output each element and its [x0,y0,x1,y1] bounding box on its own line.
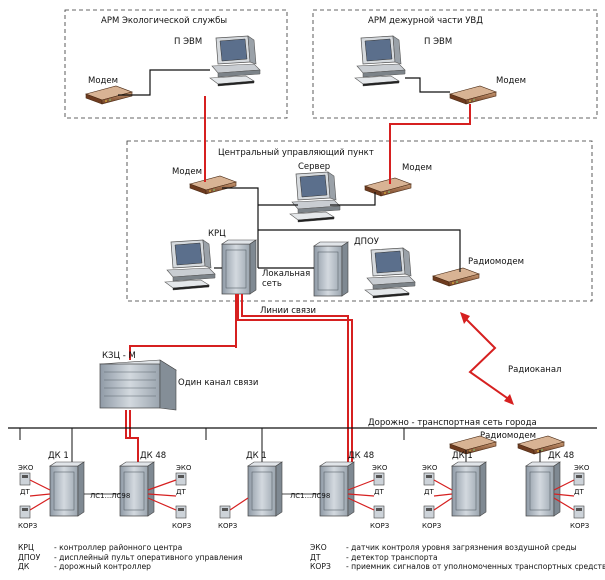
kzc-label: КЗЦ - М [102,351,136,361]
g3-eko-label: ЭКО [422,464,438,472]
krc-workstation-icon [164,239,216,291]
g3-dk1-label: ДК 1 [452,451,473,461]
krc-label: КРЦ [208,229,226,239]
g1-dk1-label: ДК 1 [48,451,69,461]
legend-right: ЭКО- датчик контроля уровня загрязнения … [310,543,605,572]
central-radiomodem-icon [432,267,480,287]
arm-eco-title: АРМ Экологической службы [101,16,227,26]
arm-eco-modem-label: Модем [88,76,118,86]
g3-korz-label: КОРЗ [422,522,442,530]
g1r-dt-label: ДТ [176,488,186,496]
g2r-eko-label: ЭКО [372,464,388,472]
legend-row: ДПОУ- дисплейный пульт оперативного упра… [18,552,243,562]
legend-row: КРЦ- контроллер районного центра [18,543,183,552]
g1-dk1-cabinet-icon [49,461,85,517]
central-radiomodem-label: Радиомодем [468,257,524,267]
road-network-label: Дорожно - транспортная сеть города [368,418,537,428]
g2r-korz-icon [373,505,385,519]
zone-arm-eco [64,9,288,119]
dpou-workstation-icon [364,247,416,299]
one-channel-label: Один канал связи [178,378,258,388]
g3r-korz-label: КОРЗ [570,522,590,530]
g3-eko-icon [423,472,435,486]
radio-zigzag [464,317,511,401]
g2r-eko-icon [373,472,385,486]
g2-dk1-label: ДК 1 [246,451,267,461]
g2-dk48-cabinet-icon [319,461,355,517]
red-link-lines [125,96,471,462]
central-modem-right-icon [364,177,412,197]
arm-uvd-modem-icon [449,85,497,105]
central-modem-left-label: Модем [172,167,202,177]
legend-row: ЭКО- датчик контроля уровня загрязнения … [310,543,577,552]
g2r-korz-label: КОРЗ [370,522,390,530]
g1-dt-label: ДТ [20,488,30,496]
g1r-eko-icon [175,472,187,486]
local-net-label-1: Локальная [262,269,310,279]
arm-uvd-pc-icon [354,35,406,87]
g3-korz-icon [423,505,435,519]
kzc-device-icon [99,359,177,411]
arm-uvd-title: АРМ дежурной части УВД [368,16,483,26]
krc-cabinet-icon [221,239,257,295]
central-modem-right-label: Модем [402,163,432,173]
g3r-dt-label: ДТ [574,488,584,496]
g3-dk48-label: ДК 48 [548,451,574,461]
arm-uvd-modem-label: Модем [496,76,526,86]
g1-eko-icon [19,472,31,486]
arm-eco-pc-label: П ЭВМ [174,37,202,47]
g1r-korz-icon [175,505,187,519]
g3r-eko-label: ЭКО [574,464,590,472]
g1-korz-icon [19,505,31,519]
legend-row: КОРЗ- приемник сигналов от уполномоченны… [310,562,605,572]
g2-dk48-label: ДК 48 [348,451,374,461]
legend-row: ДК- дорожный контроллер [18,562,151,572]
g1-ls-label: ЛС1...ЛС98 [90,492,130,500]
g1-eko-label: ЭКО [18,464,34,472]
legend-left: КРЦ- контроллер районного центра ДПОУ- д… [18,543,243,572]
server-label: Сервер [298,162,330,172]
zone-arm-uvd [312,9,598,119]
g3-dt-label: ДТ [424,488,434,496]
legend-row: ДТ- детектор транспорта [310,552,438,562]
g2-korz-label: КОРЗ [218,522,238,530]
dpou-cabinet-icon [313,241,349,297]
central-modem-left-icon [189,175,237,195]
arm-uvd-pc-label: П ЭВМ [424,37,452,47]
dpou-label: ДПОУ [354,237,380,247]
g3r-eko-icon [573,472,585,486]
g3-dk1-cabinet-icon [451,461,487,517]
g1-dk48-cabinet-icon [119,461,155,517]
zone-central [126,140,593,302]
lines-label: Линии связи [260,306,316,316]
g1r-eko-label: ЭКО [176,464,192,472]
g1r-korz-label: КОРЗ [172,522,192,530]
g1-korz-label: КОРЗ [18,522,38,530]
arm-eco-pc-icon [209,35,261,87]
g2r-dt-label: ДТ [374,488,384,496]
g3r-korz-icon [573,505,585,519]
g2-ls-label: ЛС1...ЛС98 [290,492,330,500]
central-title: Центральный управляющий пункт [218,148,374,158]
g2-korz-icon [219,505,231,519]
field-radiomodem-label: Радиомодем [480,431,536,441]
g1-dk48-label: ДК 48 [140,451,166,461]
radio-channel-label: Радиоканал [508,365,561,375]
local-net-label-2: сеть [262,279,282,289]
server-icon [289,171,341,223]
g2-dk1-cabinet-icon [247,461,283,517]
